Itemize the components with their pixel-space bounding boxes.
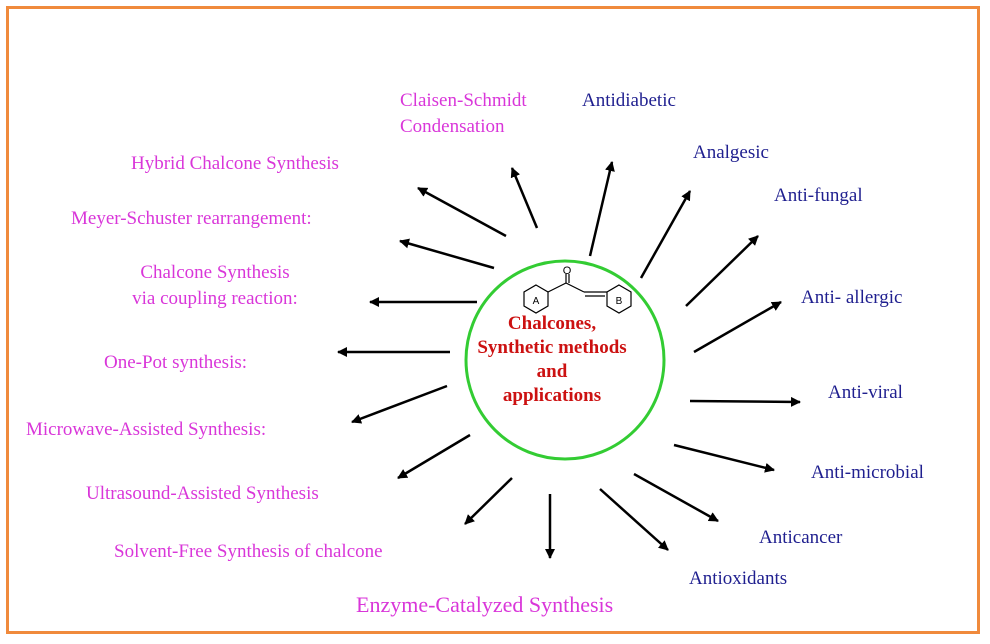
arrow-solvent-free bbox=[464, 477, 513, 525]
arrow-meyer bbox=[399, 238, 495, 270]
label-analgesic: Analgesic bbox=[693, 142, 769, 163]
arrow-antiviral bbox=[689, 396, 801, 407]
label-microwave: Microwave-Assisted Synthesis: bbox=[26, 419, 267, 440]
label-anticancer: Anticancer bbox=[759, 527, 843, 548]
arrow-claisen bbox=[510, 167, 539, 229]
diagram-frame bbox=[6, 6, 980, 634]
center-title-line2: Synthetic methods bbox=[477, 337, 627, 358]
label-antioxidants: Antioxidants bbox=[689, 568, 788, 589]
arrow-antiallergic bbox=[693, 300, 782, 354]
arrow-analgesic bbox=[639, 190, 692, 279]
arrow-ultrasound bbox=[397, 433, 471, 480]
label-claisen-line1: Claisen-Schmidt bbox=[400, 90, 527, 111]
arrow-antioxidants bbox=[599, 488, 669, 551]
center-title-line3: and bbox=[536, 361, 568, 382]
ring-a-label: A bbox=[533, 296, 540, 307]
oxygen-label: O bbox=[563, 265, 572, 277]
label-antidiabetic: Antidiabetic bbox=[582, 90, 676, 111]
label-antiallergic: Anti- allergic bbox=[801, 287, 903, 308]
center-title-line1: Chalcones, bbox=[507, 313, 597, 334]
label-hybrid: Hybrid Chalcone Synthesis bbox=[131, 153, 339, 174]
label-coupling-line2: via coupling reaction: bbox=[132, 288, 298, 309]
arrow-microwave bbox=[351, 384, 448, 424]
chalcone-structure bbox=[523, 274, 632, 314]
ring-b-label: B bbox=[616, 296, 623, 307]
label-coupling-line1: Chalcone Synthesis bbox=[140, 262, 290, 283]
label-solvent-free: Solvent-Free Synthesis of chalcone bbox=[114, 541, 383, 562]
label-one-pot: One-Pot synthesis: bbox=[104, 352, 248, 373]
arrow-hybrid bbox=[417, 186, 507, 238]
label-antiviral: Anti-viral bbox=[828, 382, 903, 403]
label-enzyme: Enzyme-Catalyzed Synthesis bbox=[356, 592, 614, 617]
arrow-antifungal bbox=[685, 235, 759, 307]
label-meyer: Meyer-Schuster rearrangement: bbox=[71, 208, 312, 229]
center-circle bbox=[464, 259, 666, 461]
arrow-antimicrobial bbox=[673, 443, 775, 473]
label-antimicrobial: Anti-microbial bbox=[811, 462, 924, 483]
arrow-anticancer bbox=[633, 472, 719, 523]
label-claisen-line2: Condensation bbox=[400, 116, 505, 137]
center-title-line4: applications bbox=[502, 385, 602, 406]
label-antifungal: Anti-fungal bbox=[774, 185, 863, 206]
arrow-antidiabetic bbox=[588, 161, 615, 257]
center-title: Chalcones, Synthetic methods and applica… bbox=[462, 312, 642, 408]
label-ultrasound: Ultrasound-Assisted Synthesis bbox=[86, 483, 319, 504]
